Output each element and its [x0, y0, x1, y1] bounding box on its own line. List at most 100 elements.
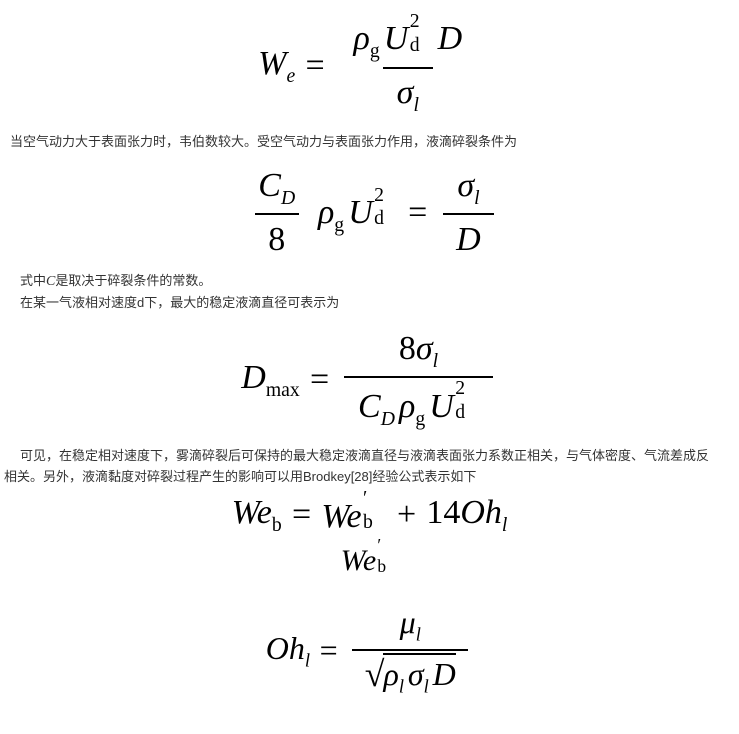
sub-l: l [415, 624, 421, 646]
term-14ohl: 14Ohl [426, 493, 507, 536]
sub-b: b [363, 511, 373, 534]
var-D: D [437, 20, 463, 58]
sub-g: g [369, 40, 380, 63]
paragraph-constant-note: 式中C是取决于碎裂条件的常数。 [20, 270, 739, 292]
numerator: μl [387, 601, 434, 650]
sub-l: l [413, 94, 419, 117]
var-sigma: σ [407, 655, 424, 692]
coef-14: 14 [426, 494, 461, 532]
var-C: C [258, 166, 281, 204]
sub-d: d [374, 207, 384, 230]
var-U: U [348, 194, 373, 232]
equals-sign: = [408, 193, 428, 231]
sub-l: l [398, 676, 404, 698]
equals-sign: = [305, 47, 325, 85]
sub-l: l [304, 650, 310, 672]
p2-text-pre: 式中 [20, 273, 47, 289]
var-sigma: σ [396, 74, 414, 112]
var-We: We [321, 497, 362, 535]
coef-8: 8 [398, 329, 416, 367]
sub-l: l [501, 514, 508, 537]
var-mu: μ [399, 603, 416, 640]
paragraph-max-diameter-intro: 在某一气液相对速度d下，最大的稳定液滴直径可表示为 [20, 295, 340, 311]
sub-D: D [280, 186, 296, 209]
sub-d: d [409, 33, 420, 56]
var-W: W [258, 45, 287, 83]
numerator: CD [245, 162, 309, 213]
var-Oh: Oh [460, 494, 502, 532]
sub-g: g [415, 407, 426, 430]
prime-mark: ′ [363, 487, 368, 510]
var-C-inline: C [46, 274, 56, 290]
sub-max: max [265, 378, 300, 401]
term-web: Web [232, 493, 282, 536]
equals-sign: = [291, 495, 312, 533]
var-rho: ρ [353, 20, 370, 58]
formula-brodkey: Web = We′b + 14Ohl [0, 489, 739, 536]
sub-D: D [380, 407, 395, 430]
var-D: D [241, 358, 266, 396]
var-rho: ρ [383, 655, 399, 692]
var-D: D [432, 655, 456, 692]
equals-sign: = [319, 631, 338, 668]
numerator: σl [444, 162, 493, 213]
sup-2: 2 [455, 377, 466, 400]
fraction-cd-over-8: CD 8 [245, 162, 309, 262]
sub-d: d [455, 401, 466, 424]
denominator: σl [383, 66, 433, 120]
var-rho: ρ [317, 194, 335, 232]
paragraph-breakup-condition: 当空气动力大于表面张力时，韦伯数较大。受空气动力与表面张力作用，液滴碎裂条件为 [10, 134, 518, 150]
var-rho: ρ [399, 387, 416, 425]
sup-2: 2 [374, 183, 384, 206]
sub-l: l [432, 349, 439, 372]
sub-g: g [334, 214, 345, 237]
sub-l: l [474, 186, 480, 209]
sup-2: 2 [409, 9, 420, 32]
denominator: D [442, 213, 495, 262]
term-weber: We [258, 44, 295, 87]
denominator: 8 [254, 213, 299, 262]
var-Oh: Oh [265, 629, 305, 666]
subsup-stack: ′b [362, 489, 387, 532]
subsup-stack: ′b [376, 534, 398, 575]
equals-sign: = [309, 360, 330, 398]
plus-sign: + [396, 495, 417, 533]
sub-e: e [286, 65, 296, 88]
var-We: We [340, 544, 377, 577]
numerator: 8σl [385, 325, 451, 376]
sub-b: b [271, 514, 282, 537]
term-dmax: Dmax [241, 358, 300, 401]
p2-text-post: 是取决于碎裂条件的常数。 [55, 273, 212, 289]
paragraph-brodkey-intro: 可见，在稳定相对速度下，雾滴碎裂后可保持的最大稳定液滴直径与液滴表面张力系数正相… [4, 447, 710, 484]
var-sigma: σ [457, 166, 475, 204]
var-U: U [429, 387, 454, 425]
var-U: U [383, 20, 409, 58]
square-root-icon: √ [364, 653, 385, 694]
var-sigma: σ [415, 329, 433, 367]
term-web-prime: We′b [321, 489, 387, 536]
symbol-web-prime: We′b [0, 534, 739, 579]
term-ohl: Ohl [266, 630, 310, 671]
var-C: C [358, 387, 381, 425]
sub-b: b [377, 555, 387, 576]
fraction-sigma-over-d: σl D [442, 162, 495, 262]
term-web-prime: We′b [340, 534, 399, 579]
prime-mark: ′ [377, 534, 382, 555]
var-We: We [231, 494, 272, 532]
